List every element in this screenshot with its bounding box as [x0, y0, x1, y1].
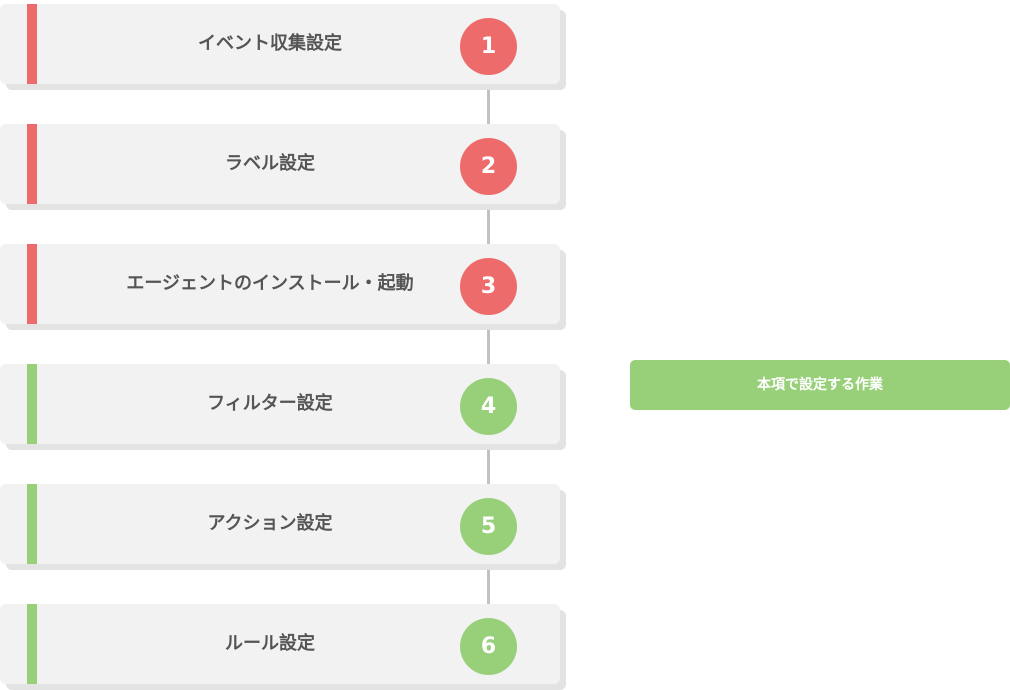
- step-label: イベント収集設定: [198, 33, 342, 54]
- step-number-badge: 2: [460, 138, 517, 195]
- step-label: ラベル設定: [225, 153, 315, 174]
- step-card-5: アクション設定 5: [0, 484, 560, 564]
- connector-4-5: [487, 444, 490, 484]
- step-label: ルール設定: [225, 633, 315, 654]
- step-card-4: フィルター設定 4: [0, 364, 560, 444]
- step-number-badge: 6: [460, 618, 517, 675]
- step-number-badge: 3: [460, 258, 517, 315]
- connector-2-3: [487, 204, 490, 244]
- step-accent-bar: [27, 604, 37, 684]
- step-accent-bar: [27, 124, 37, 204]
- step-card-1: イベント収集設定 1: [0, 4, 560, 84]
- legend-current-scope: 本項で設定する作業: [630, 360, 1010, 410]
- connector-5-6: [487, 564, 490, 604]
- step-label: アクション設定: [207, 513, 333, 534]
- step-accent-bar: [27, 244, 37, 324]
- step-number-badge: 1: [460, 18, 517, 75]
- step-label: エージェントのインストール・起動: [126, 273, 414, 294]
- connector-1-2: [487, 84, 490, 124]
- step-accent-bar: [27, 4, 37, 84]
- step-accent-bar: [27, 484, 37, 564]
- step-number-badge: 5: [460, 498, 517, 555]
- step-accent-bar: [27, 364, 37, 444]
- step-card-3: エージェントのインストール・起動 3: [0, 244, 560, 324]
- step-card-2: ラベル設定 2: [0, 124, 560, 204]
- step-card-6: ルール設定 6: [0, 604, 560, 684]
- connector-3-4: [487, 324, 490, 364]
- step-label: フィルター設定: [207, 393, 333, 414]
- step-number-badge: 4: [460, 378, 517, 435]
